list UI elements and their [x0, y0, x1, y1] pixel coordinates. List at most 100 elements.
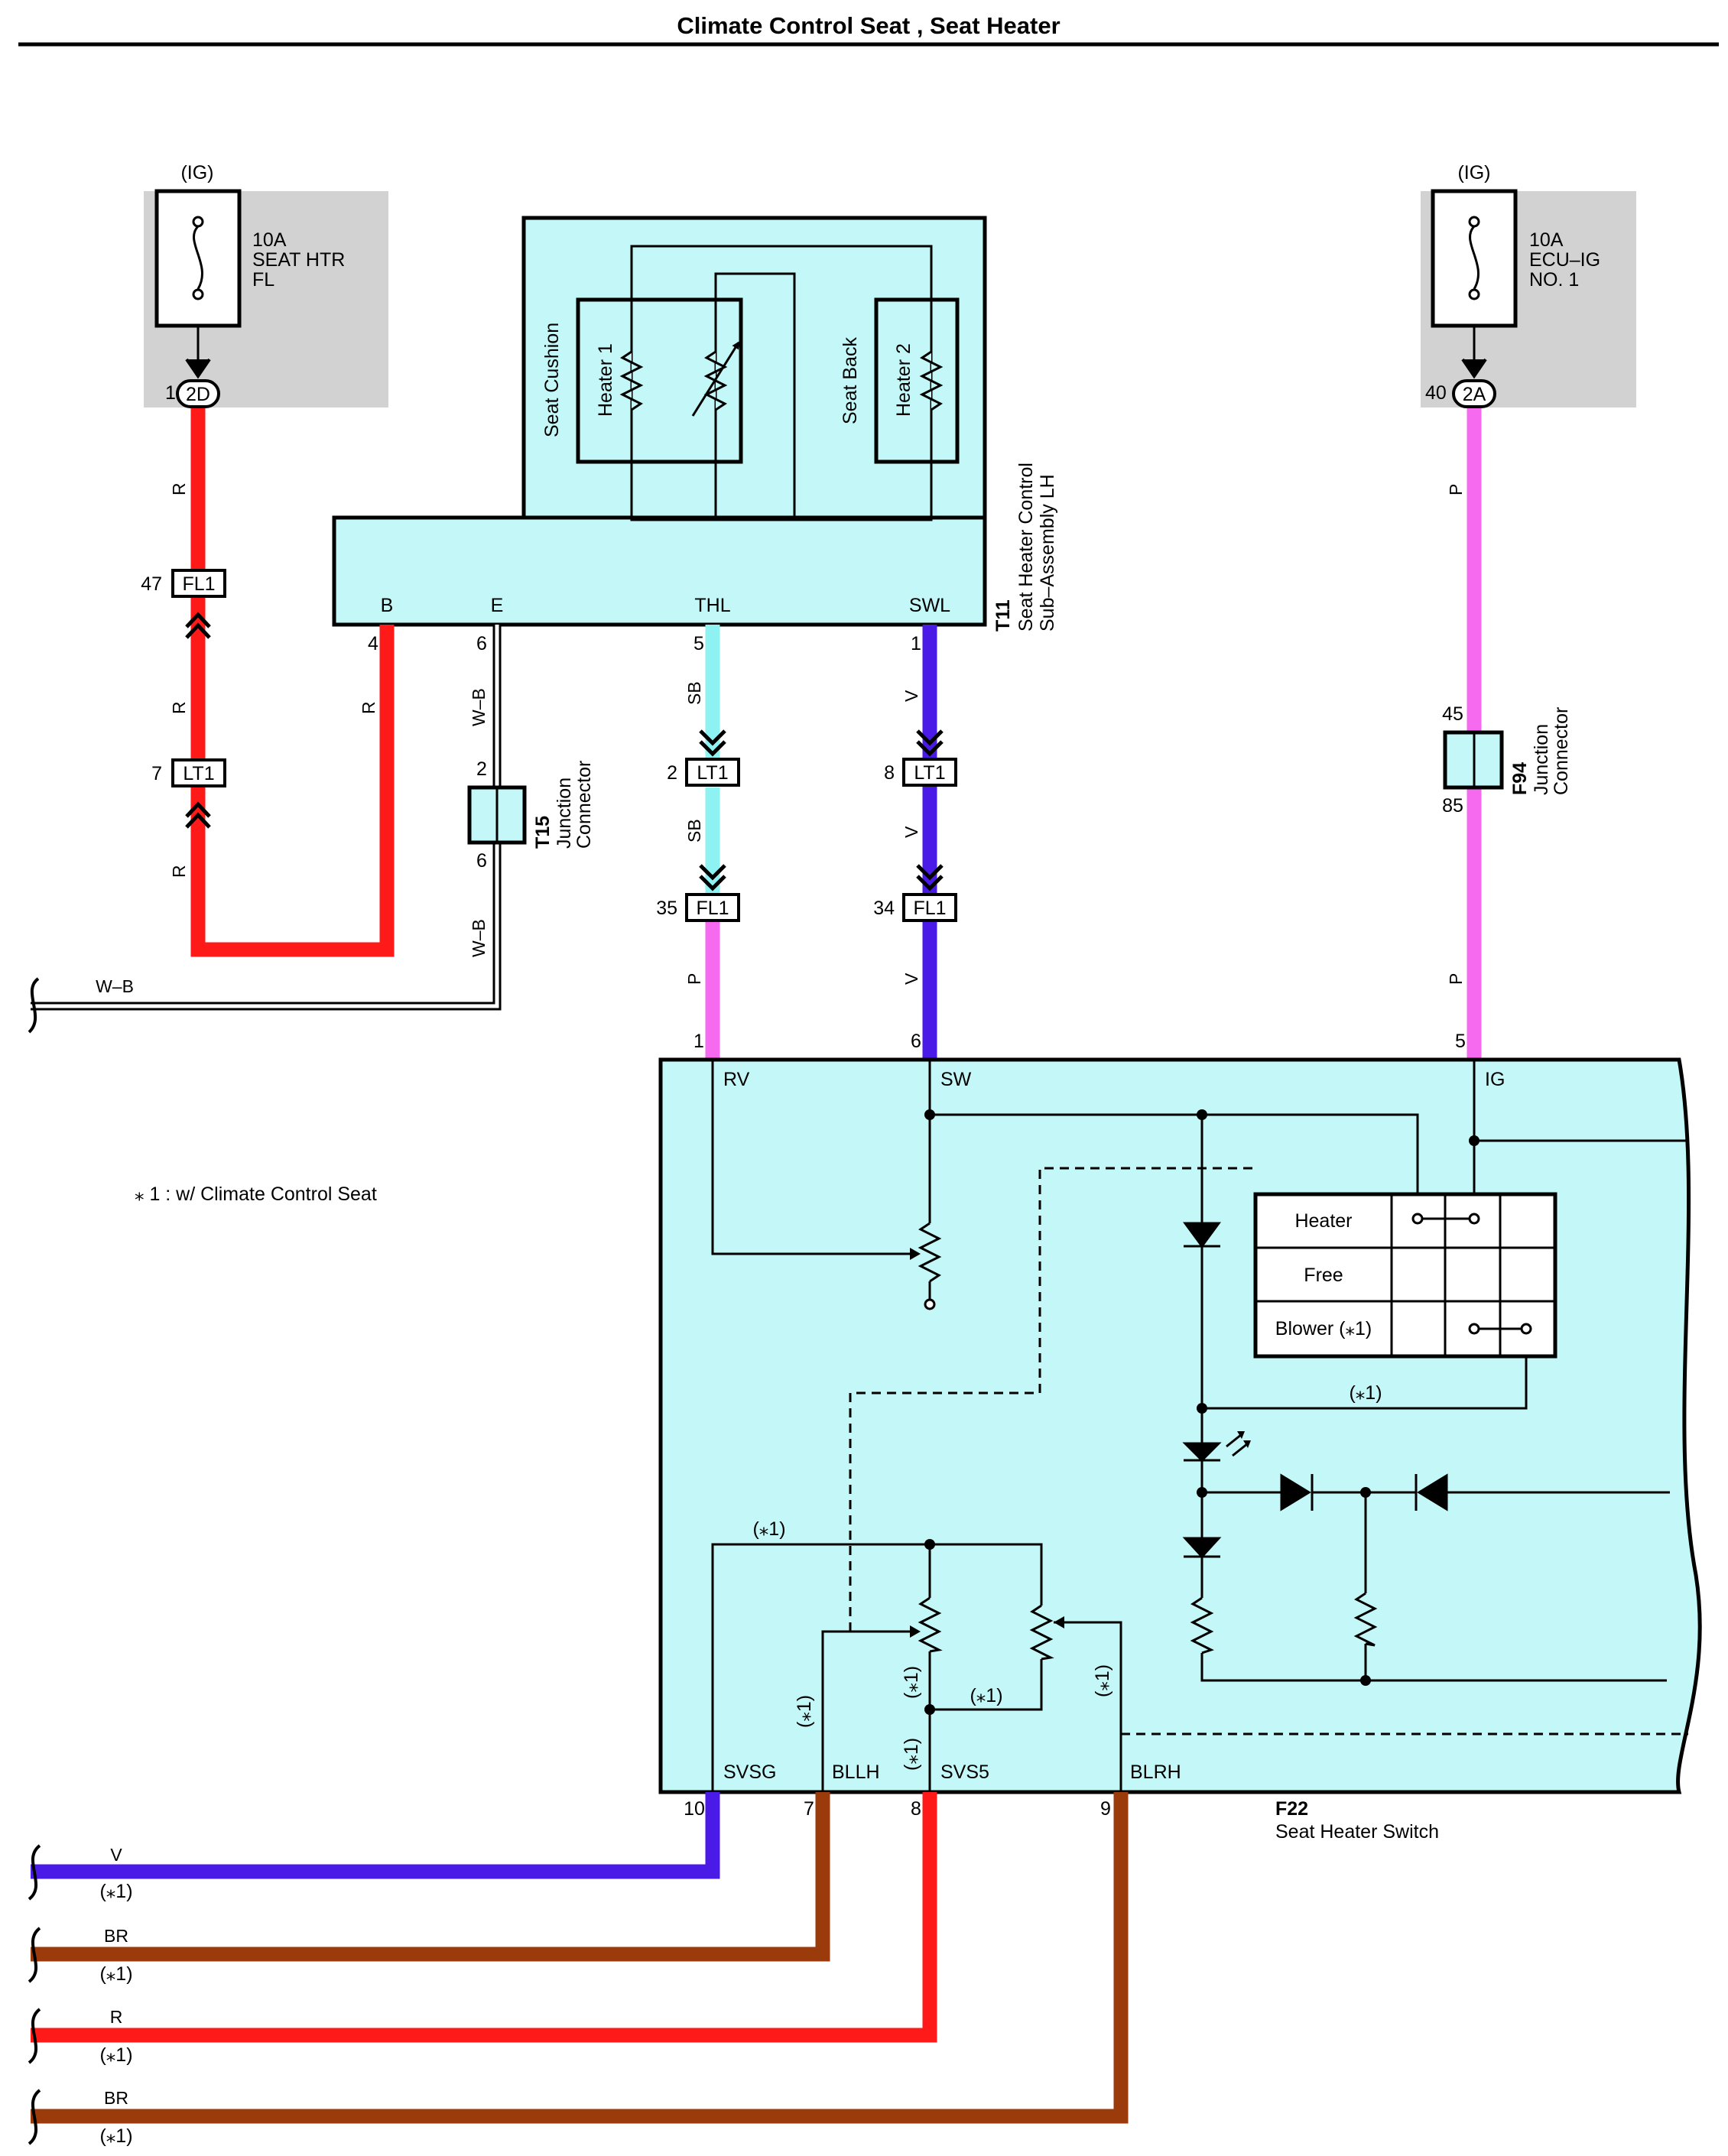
- fuse-rating: 10A: [252, 229, 287, 251]
- diode-icon: [1183, 1222, 1221, 1248]
- t15-name-2: Connector: [573, 761, 595, 849]
- fuse-name: SEAT HTR: [252, 249, 345, 271]
- f22-seat-heater-switch: 1 6 5 RV SW IG: [658, 1031, 1702, 1843]
- f94-pin-bottom: 85: [1442, 795, 1463, 817]
- fuse-name-2: NO. 1: [1529, 269, 1579, 291]
- wire-color-label: W–B: [96, 976, 134, 996]
- f94-code: F94: [1509, 762, 1531, 795]
- fuse-seat-htr-fl: (IG) 10A SEAT HTR FL 1 2D: [144, 162, 388, 408]
- fuse-ecu-ig-no1: (IG) 10A ECU–IG NO. 1 40 2A: [1421, 162, 1636, 408]
- connector-name: LT1: [697, 762, 728, 784]
- star-note-label: (⁎1): [99, 1881, 132, 1902]
- fuse-connector: 2D: [186, 384, 210, 405]
- led-icon: [1182, 1442, 1222, 1463]
- wire-color-label: V: [901, 972, 921, 985]
- star-note-label: (⁎1): [99, 2125, 132, 2147]
- t15-pin-top: 2: [476, 758, 487, 780]
- wire-color-label: R: [359, 701, 378, 714]
- t15-pin-bottom: 6: [476, 850, 487, 872]
- wire-color-label: P: [1446, 484, 1466, 495]
- f22-pin-10: 10: [684, 1798, 705, 1820]
- connector-pin: 2: [667, 762, 677, 784]
- f22-pin-6: 6: [911, 1031, 921, 1052]
- wire-color-label: P: [1446, 973, 1466, 985]
- wire-red-loop: R R R R: [169, 408, 395, 957]
- star-note-label: (⁎1): [1092, 1664, 1113, 1697]
- connector-pin: 8: [884, 762, 895, 784]
- potentiometer-icon: [918, 1596, 943, 1653]
- wire-color-label: W–B: [469, 919, 489, 957]
- wire-thl: SB SB P LT1 2 FL1 35: [656, 625, 740, 1061]
- diode-icon: [1415, 1473, 1448, 1511]
- wire-color-label: V: [901, 826, 921, 838]
- wire-color-label: BR: [104, 2088, 128, 2108]
- t11-terminal-thl: THL: [694, 595, 730, 616]
- wire-color-label: W–B: [469, 688, 489, 726]
- potentiometer-icon: [918, 1222, 942, 1283]
- wire-color-label: SB: [684, 681, 704, 705]
- wire-break-icon: [28, 2008, 41, 2064]
- wire-break-icon: [28, 2089, 41, 2145]
- fuse-icon: [193, 225, 203, 290]
- t11-name: Seat Heater Control: [1015, 463, 1037, 632]
- wire-color-label: SB: [684, 819, 704, 843]
- f22-pin-9: 9: [1100, 1798, 1111, 1820]
- f22-terminal-sw: SW: [940, 1069, 972, 1090]
- f94-name-2: Connector: [1551, 707, 1572, 795]
- t11-terminal-swl: SWL: [909, 595, 950, 616]
- fuse-rating: 10A: [1529, 229, 1564, 251]
- connector-name: FL1: [696, 898, 729, 919]
- wire-color-label: R: [110, 2007, 123, 2027]
- t11-pin-4: 4: [368, 633, 378, 654]
- wire-color-label: V: [901, 690, 921, 702]
- wire-color-label: R: [169, 482, 189, 495]
- potentiometer-icon: [1029, 1604, 1054, 1661]
- resistor-icon: [1353, 1592, 1378, 1647]
- t11-terminal-b: B: [381, 595, 394, 616]
- mode-switch-table: Heater Free Blower (⁎1): [1253, 1192, 1557, 1359]
- connector-pin: 35: [656, 898, 677, 919]
- t11-pin-1: 1: [911, 633, 921, 654]
- t11-pin-5: 5: [693, 633, 704, 654]
- star-note-label: (⁎1): [1349, 1382, 1382, 1404]
- page-title: Climate Control Seat , Seat Heater: [677, 12, 1060, 39]
- star-note-label: (⁎1): [99, 2044, 132, 2066]
- heater-1-label: Heater 1: [595, 343, 616, 417]
- diode-icon: [1182, 1537, 1222, 1559]
- connector-pin: 34: [873, 898, 895, 919]
- connector-name: LT1: [914, 762, 945, 784]
- fuse-connector: 2A: [1463, 384, 1486, 405]
- connector-pin: 47: [141, 573, 162, 595]
- connector-pin: 7: [151, 763, 162, 784]
- t15-code: T15: [532, 816, 554, 849]
- t11-code: T11: [992, 599, 1014, 632]
- wire-wb-ground: W–B W–B W–B: [28, 625, 502, 1034]
- star-note-label: (⁎1): [752, 1518, 785, 1540]
- fuse-pin: 40: [1425, 382, 1447, 404]
- f22-terminal-rv: RV: [723, 1069, 750, 1090]
- wire-swl: V V V LT1 8 FL1 34: [873, 625, 957, 1061]
- fuse-name: ECU–IG: [1529, 249, 1600, 271]
- f22-name: Seat Heater Switch: [1275, 1821, 1439, 1843]
- climate-control-note: ⁎ 1 : w/ Climate Control Seat: [135, 1184, 377, 1205]
- seat-back-label: Seat Back: [840, 337, 861, 424]
- star-note-label: (⁎1): [794, 1695, 815, 1728]
- diode-icon: [1280, 1473, 1314, 1511]
- connector-lt1-7: LT1 7: [151, 758, 226, 829]
- connector-name: FL1: [913, 898, 946, 919]
- star-note-label: (⁎1): [901, 1666, 922, 1699]
- wire-color-label: V: [110, 1845, 122, 1865]
- heater-1-resistor-icon: [619, 350, 644, 411]
- star-note-label: (⁎1): [970, 1685, 1002, 1706]
- fuse-pin: 1: [165, 382, 176, 404]
- fuse-icon: [1469, 225, 1480, 290]
- t11-seat-heater-control: Seat Cushion Heater 1 Seat Back Heater 2…: [332, 216, 1058, 654]
- star-note-label: (⁎1): [99, 1963, 132, 1985]
- f22-terminal-svsg: SVSG: [723, 1761, 776, 1783]
- connector-name: LT1: [183, 763, 214, 784]
- connector-name: FL1: [182, 573, 215, 595]
- connector-fl1-47: FL1 47: [141, 569, 226, 639]
- t11-terminal-e: E: [491, 595, 504, 616]
- f22-pin-5: 5: [1455, 1031, 1466, 1052]
- f22-terminal-bllh: BLLH: [832, 1761, 880, 1783]
